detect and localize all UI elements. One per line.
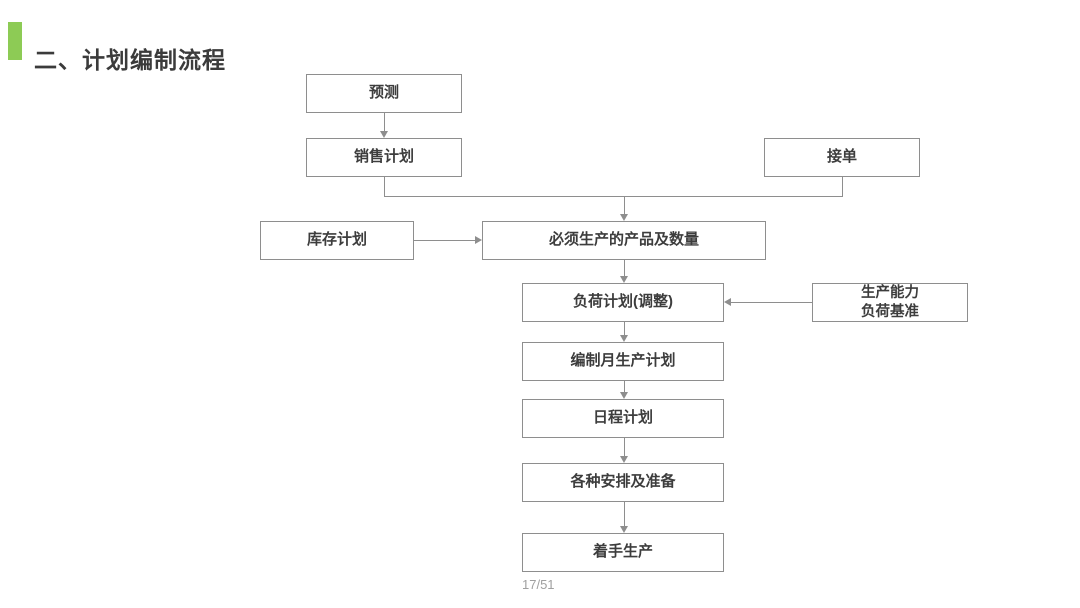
node-schedule-plan[interactable]: 日程计划	[522, 399, 724, 438]
arrowhead-required-output-to-load-plan	[620, 276, 628, 283]
node-order-intake[interactable]: 接单	[764, 138, 920, 177]
arrowhead-schedule-plan-to-arrangements	[620, 456, 628, 463]
arrowhead-capacity-base-to-load-plan	[724, 298, 731, 306]
node-sales-plan[interactable]: 销售计划	[306, 138, 462, 177]
connector-required-output-to-load-plan	[624, 260, 625, 276]
connector-inventory-plan-to-required-output	[414, 240, 475, 241]
page-title: 二、计划编制流程	[34, 47, 226, 74]
arrowhead-load-plan-to-monthly-plan	[620, 335, 628, 342]
connector-arrangements-to-start-production	[624, 502, 625, 526]
arrowhead-forecast-to-sales-plan	[380, 131, 388, 138]
connector-schedule-plan-to-arrangements	[624, 438, 625, 456]
arrowhead-merge-to-required-output	[620, 214, 628, 221]
node-inventory-plan[interactable]: 库存计划	[260, 221, 414, 260]
connector-merge-to-required-output	[624, 196, 625, 214]
node-load-plan[interactable]: 负荷计划(调整)	[522, 283, 724, 322]
node-start-production[interactable]: 着手生产	[522, 533, 724, 572]
connector-capacity-base-to-load-plan	[731, 302, 812, 303]
title-accent-bar	[8, 22, 22, 60]
page-indicator: 17/51	[522, 577, 555, 592]
connector-merge-bus	[384, 196, 843, 197]
connector-load-plan-to-monthly-plan	[624, 322, 625, 335]
node-capacity-base[interactable]: 生产能力 负荷基准	[812, 283, 968, 322]
node-forecast[interactable]: 预测	[306, 74, 462, 113]
arrowhead-arrangements-to-start-production	[620, 526, 628, 533]
connector-forecast-to-sales-plan	[384, 113, 385, 131]
node-monthly-production-plan[interactable]: 编制月生产计划	[522, 342, 724, 381]
connector-sales-plan-drop	[384, 177, 385, 196]
connector-order-intake-drop	[842, 177, 843, 196]
node-arrangements-and-preparation[interactable]: 各种安排及准备	[522, 463, 724, 502]
arrowhead-monthly-plan-to-schedule-plan	[620, 392, 628, 399]
node-required-output[interactable]: 必须生产的产品及数量	[482, 221, 766, 260]
arrowhead-inventory-plan-to-required-output	[475, 236, 482, 244]
connector-monthly-plan-to-schedule-plan	[624, 381, 625, 392]
